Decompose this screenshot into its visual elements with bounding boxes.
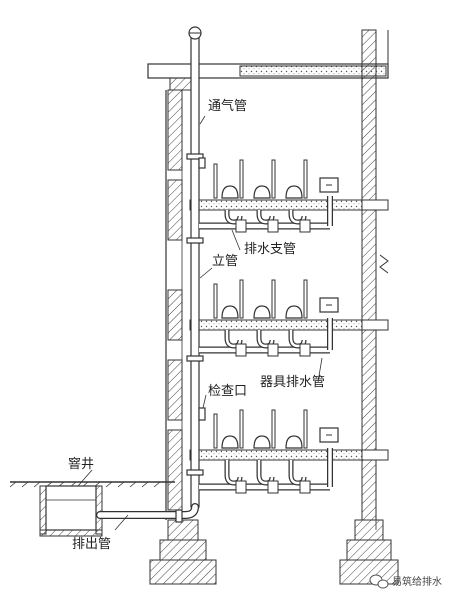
label-branch-drain: 排水支管	[244, 242, 296, 257]
label-outlet-pipe: 排出管	[72, 537, 111, 552]
fixture	[253, 279, 279, 357]
label-vent-pipe: 通气管	[208, 98, 247, 114]
vent-pipe	[188, 26, 202, 156]
fixture	[285, 159, 311, 233]
right-wall	[361, 77, 389, 530]
fixture-group-lower	[213, 409, 339, 494]
fixture-group-middle	[213, 279, 339, 357]
label-fixture-drain: 器具排水管	[260, 375, 325, 390]
floor-slab-middle	[189, 319, 389, 331]
fixture	[253, 159, 279, 233]
wechat-icon	[369, 574, 389, 589]
fixture	[221, 279, 247, 357]
left-foundation	[149, 519, 217, 585]
right-foundation	[339, 519, 399, 585]
fixture-vent	[213, 413, 218, 449]
fixture	[221, 409, 247, 494]
outlet-pipe	[96, 503, 199, 523]
floor-slab-upper	[189, 199, 389, 211]
watermark-text: 易筑给排水	[392, 575, 442, 588]
right-parapet	[361, 29, 389, 79]
roof-slab	[147, 63, 389, 91]
fixture-group-upper	[213, 159, 339, 233]
fixture	[285, 409, 311, 494]
manhole	[39, 485, 103, 537]
drain-stack	[186, 153, 204, 508]
cleanout-lower	[198, 407, 206, 421]
floor-slab-lower	[189, 449, 389, 461]
fixture-vent	[213, 163, 218, 199]
label-stack: 立管	[212, 254, 238, 269]
leader-lines	[77, 115, 323, 531]
fixture	[285, 279, 311, 357]
fixture	[221, 159, 247, 233]
label-cleanout: 检查口	[208, 384, 247, 399]
ground-line	[9, 481, 175, 488]
watermark: 易筑给排水	[369, 574, 442, 589]
label-manhole: 窨井	[68, 456, 94, 472]
fixture-vent	[213, 283, 218, 319]
fixture	[253, 409, 279, 494]
fixture-layer	[213, 159, 339, 494]
left-wall	[165, 89, 183, 520]
cleanout-upper	[198, 157, 206, 169]
